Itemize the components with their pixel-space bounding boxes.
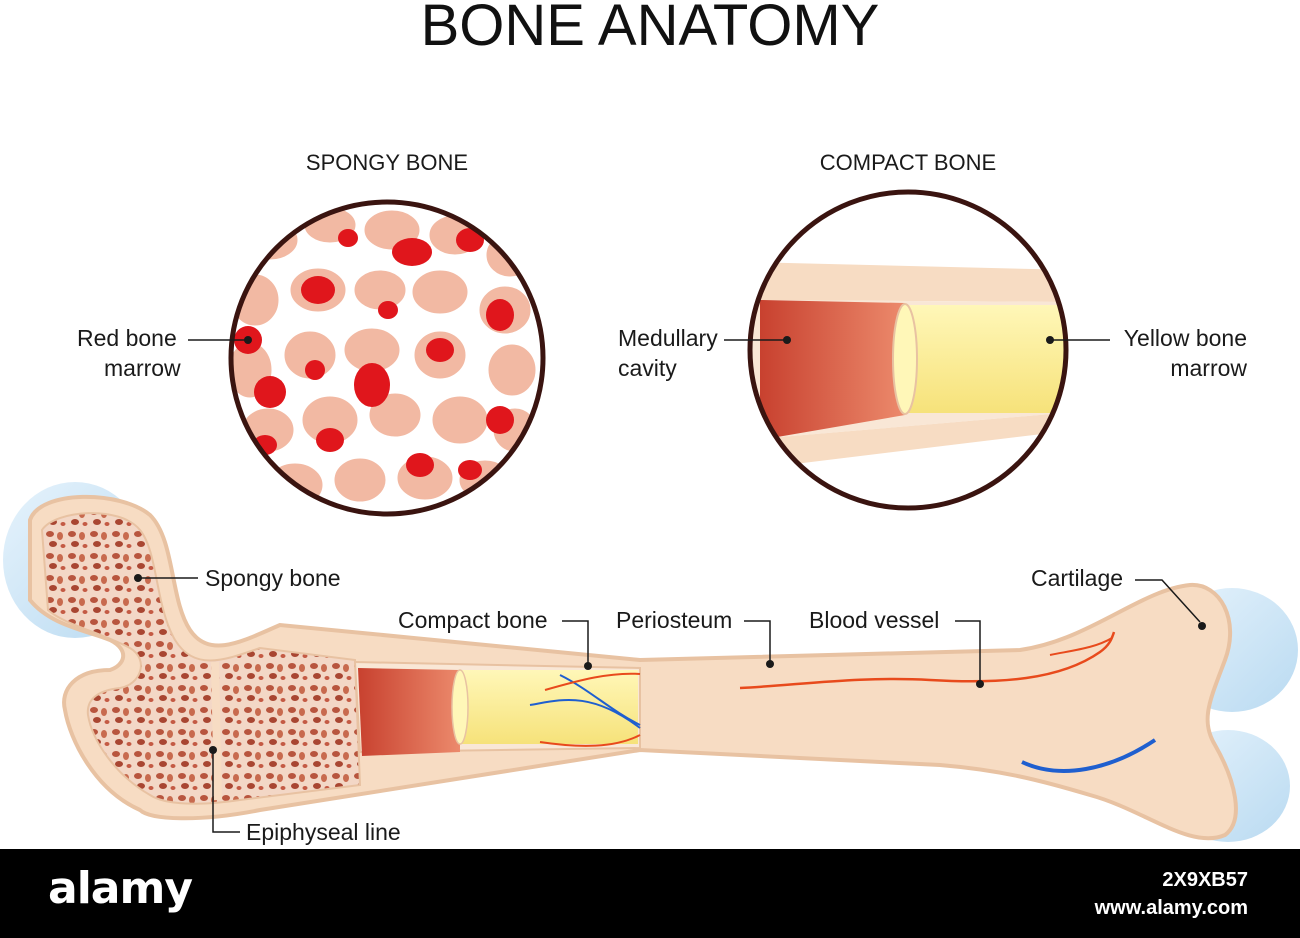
blood-vessel-label: Blood vessel [809,607,939,633]
surface-artery-branch [1049,637,1113,656]
surface-artery [739,631,1116,690]
yellow-marrow-face [451,669,469,745]
cartilage-leader [1135,579,1201,623]
yellow-bone-marrow-label-line1: Yellow bone [1124,325,1247,351]
spongy-bone-region [40,512,362,805]
compact-bone-pointer [584,662,592,670]
medullary-cavity-region [358,668,460,756]
medullary-cavity-label-line2: cavity [618,355,677,381]
surface-vein [1021,738,1157,773]
alamy-logo: alamy [48,863,193,914]
image-id: 2X9XB57 [1162,869,1248,891]
medullary-cavity-label-line1: Medullary [618,325,718,351]
epiphyseal-plate [211,661,222,801]
spongy-bone-inset [231,202,543,514]
red-marrow-pointer [244,336,252,344]
periosteum-label: Periosteum [616,607,732,633]
compact-bone-label: Compact bone [398,607,548,633]
site-url: www.alamy.com [1094,897,1248,919]
blood-vessel-pointer [976,680,984,688]
spongy-bone-label: Spongy bone [205,565,341,591]
artery-lower [539,734,641,747]
spongy-bone-pointer [134,574,142,582]
red-bone-marrow-label-line1: Red bone [77,325,177,351]
periosteum-pointer [766,660,774,668]
cartilage-label: Cartilage [1031,565,1123,591]
artery-in-shaft [544,672,641,691]
yellow-bone-marrow-label-line2: marrow [1170,355,1247,381]
compact-bone-inset [750,192,1066,508]
bone-diagram: BONE ANATOMY SPONGY BONE COMPACT BONE [3,0,1298,845]
red-bone-marrow-label-line2: marrow [104,355,181,381]
compact-bone-leader [562,620,589,664]
vein-branch [559,674,641,726]
medullary-pointer [783,336,791,344]
yellow-marrow-region [458,670,638,744]
compact-inset-ring [747,189,1069,511]
blood-vessel-leader [955,620,981,682]
epiphyseal-pointer [209,746,217,754]
page-title: BONE ANATOMY [421,0,880,58]
cartilage-pointer [1198,622,1206,630]
epiphyseal-line-label: Epiphyseal line [246,819,401,845]
watermark-bar: alamy 2X9XB57 www.alamy.com [0,849,1300,938]
periosteum-leader [744,620,771,662]
spongy-inset-heading: SPONGY BONE [306,150,468,175]
yellow-marrow-pointer [1046,336,1054,344]
epiphyseal-leader [212,752,240,833]
vein-in-shaft [529,698,641,729]
compact-inset-heading: COMPACT BONE [820,150,996,175]
spongy-inset-ring [228,199,546,517]
